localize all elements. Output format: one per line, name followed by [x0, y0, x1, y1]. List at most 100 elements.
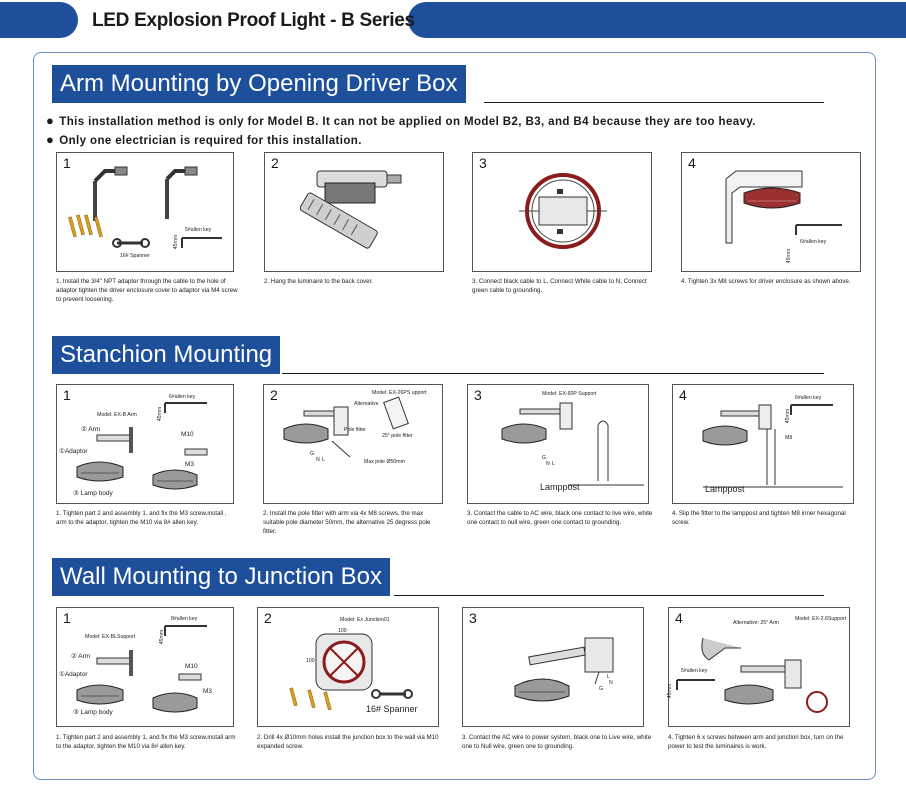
stanchion-step-3-caption: 3. Contact the cable to AC wire, black o…	[467, 510, 653, 526]
wire-n-label: N	[609, 680, 613, 686]
arm-step-2-diagram	[299, 170, 402, 249]
section-title-wall: Wall Mounting to Junction Box	[52, 558, 390, 596]
wall-step-1-panel: 1 8#allen key Model: EX-BLSupport ② Arm …	[56, 607, 234, 727]
pole-fitter-label: Pole fitter	[344, 427, 366, 433]
step-number: 1	[63, 155, 71, 171]
wall-step-2-panel: 2 Model: Ex Junction01 100 100 16# Spann…	[257, 607, 439, 727]
model-label: Model: EX-26PS upport	[372, 390, 427, 396]
arm-step-4-caption: 4. Tighten 3x M8 screws for driver enclo…	[681, 278, 851, 285]
stanchion-step-2-caption: 2. Install the pole fitter with arm via …	[263, 510, 431, 535]
model-label: Model: EX-60P Support	[542, 391, 597, 397]
wire-n-label: N	[546, 461, 550, 467]
m10-label: M10	[185, 663, 198, 670]
step-number: 2	[271, 155, 279, 171]
alternative-arm-label: Alternative: 25° Arm	[733, 620, 779, 626]
wall-step-2-diagram	[289, 633, 413, 711]
model-label: Model: EX-2.6Support	[795, 616, 847, 622]
arm-step-1-diagram	[68, 166, 222, 248]
m3-label: M3	[203, 688, 213, 695]
content-frame	[33, 52, 876, 780]
dimension-label: 45mm	[159, 629, 166, 645]
page-title: LED Explosion Proof Light - B Series	[92, 10, 415, 31]
wire-l-label: L	[322, 457, 325, 463]
spanner-label: 16# Spanner	[366, 704, 418, 714]
allen-key-label: 6#allen key	[795, 395, 822, 401]
pole-fitter-25-label: 25° pole fitter	[382, 433, 413, 439]
allen-key-label: 6#allen key	[800, 239, 827, 245]
step-number: 2	[270, 387, 278, 403]
stanchion-step-4-diagram	[702, 404, 843, 488]
step-number: 4	[688, 155, 696, 171]
wire-g-label: G	[542, 455, 547, 461]
section-rule-stanchion	[282, 373, 824, 374]
dimension-label: 45mm	[157, 406, 164, 422]
arm-step-3-diagram	[519, 173, 607, 249]
wall-step-1-diagram	[76, 625, 207, 713]
m8-label: M8	[785, 435, 793, 441]
stanchion-step-4-caption: 4. Slip the fitter to the lamppost and t…	[672, 510, 846, 526]
section-title-stanchion: Stanchion Mounting	[52, 336, 281, 374]
lamppost-label: Lamppost	[705, 484, 745, 494]
wire-l-label: L	[552, 461, 555, 467]
allen-key-label: 8#allen key	[171, 616, 198, 622]
height-dimension-label: 100	[306, 658, 315, 664]
header-bar-right	[408, 2, 906, 38]
model-label: Model: EX-B Arm	[97, 412, 137, 418]
stanchion-step-1-caption: 1. Tighten part 2 and assembly 1, and fi…	[56, 510, 227, 526]
arm-step-2-caption: 2. Hang the luminaire to the back cover.	[264, 278, 374, 285]
m10-label: M10	[181, 431, 194, 438]
arm-part-label: ② Arm	[81, 426, 101, 433]
arm-step-1-caption: 1. Install the 3/4" NPT adapter through …	[56, 278, 238, 303]
arm-step-1-panel: 1 5#allen key 16# Spanner 45mm	[56, 152, 234, 272]
wall-step-4-panel: 4 Alternative: 25° Arm Model: EX-2.6Supp…	[667, 607, 850, 727]
wall-step-3-panel: 3 L N G	[462, 607, 644, 727]
arm-part-label: ② Arm	[71, 653, 91, 660]
section-title-arm: Arm Mounting by Opening Driver Box	[52, 65, 466, 103]
lamp-body-label: ③ Lamp body	[73, 709, 113, 716]
step-number: 1	[63, 387, 71, 403]
note-model-b: This installation method is only for Mod…	[46, 113, 756, 128]
stanchion-step-3-panel: 3 Model: EX-60P Support Lamppost G N L	[467, 384, 649, 504]
wire-g-label: G	[599, 686, 604, 692]
step-number: 2	[264, 610, 272, 626]
arm-step-4-panel: 4 6#allen key 45mm	[681, 152, 861, 272]
width-dimension-label: 100	[338, 628, 347, 634]
lamp-body-label: ③ Lamp body	[73, 490, 113, 497]
wall-step-3-caption: 3. Contact the AC wire to power system, …	[462, 734, 652, 750]
header-bar-left	[0, 2, 78, 38]
step-number: 3	[469, 610, 477, 626]
wire-n-label: N	[316, 457, 320, 463]
step-number: 3	[479, 155, 487, 171]
dimension-label: 45mm	[785, 408, 792, 424]
wire-l-label: L	[607, 674, 610, 680]
adaptor-part-label: ①Adaptor	[59, 448, 88, 455]
m3-label: M3	[185, 461, 195, 468]
step-number: 3	[474, 387, 482, 403]
wall-step-3-diagram	[514, 637, 614, 702]
alternative-label: Alternative	[354, 401, 379, 407]
arm-step-3-panel: 3	[472, 152, 652, 272]
allen-key-label: 5#allen key	[681, 668, 708, 674]
wall-step-1-caption: 1. Tighten part 2 and assembly 1, and fi…	[56, 734, 236, 750]
stanchion-step-4-panel: 4 6#allen key M8 Lamppost 45mm	[672, 384, 854, 504]
arm-step-2-panel: 2	[264, 152, 444, 272]
wire-g-label: G	[310, 451, 315, 457]
wall-step-2-caption: 2. Drill 4x Ø10mm holes install the junc…	[257, 734, 439, 750]
stanchion-step-2-panel: 2 Model: EX-26PS upport Alternative Pole…	[263, 384, 443, 504]
step-number: 1	[63, 610, 71, 626]
spanner-label: 16# Spanner	[120, 253, 150, 259]
wall-step-4-caption: 4. Tighten 6 x screws between arm and ju…	[668, 734, 844, 750]
note-one-electrician: Only one electrician is required for thi…	[46, 132, 362, 147]
max-pole-label: Max pole Ø50mm	[364, 459, 405, 465]
step-number: 4	[679, 387, 687, 403]
dimension-label: 45mm	[786, 248, 793, 264]
lamppost-label: Lamppost	[540, 482, 580, 492]
arm-step-3-caption: 3. Connect black cable to L, Connect Whi…	[472, 278, 647, 294]
section-rule-arm	[484, 102, 824, 103]
arm-step-4-diagram	[725, 170, 842, 244]
stanchion-step-1-panel: 1 6#allen key Model: EX-B Arm ② Arm M10 …	[56, 384, 234, 504]
model-label: Model: Ex Junction01	[340, 617, 390, 623]
section-rule-wall	[394, 595, 824, 596]
allen-key-label: 5#allen key	[185, 227, 212, 233]
adaptor-part-label: ①Adaptor	[59, 671, 88, 678]
